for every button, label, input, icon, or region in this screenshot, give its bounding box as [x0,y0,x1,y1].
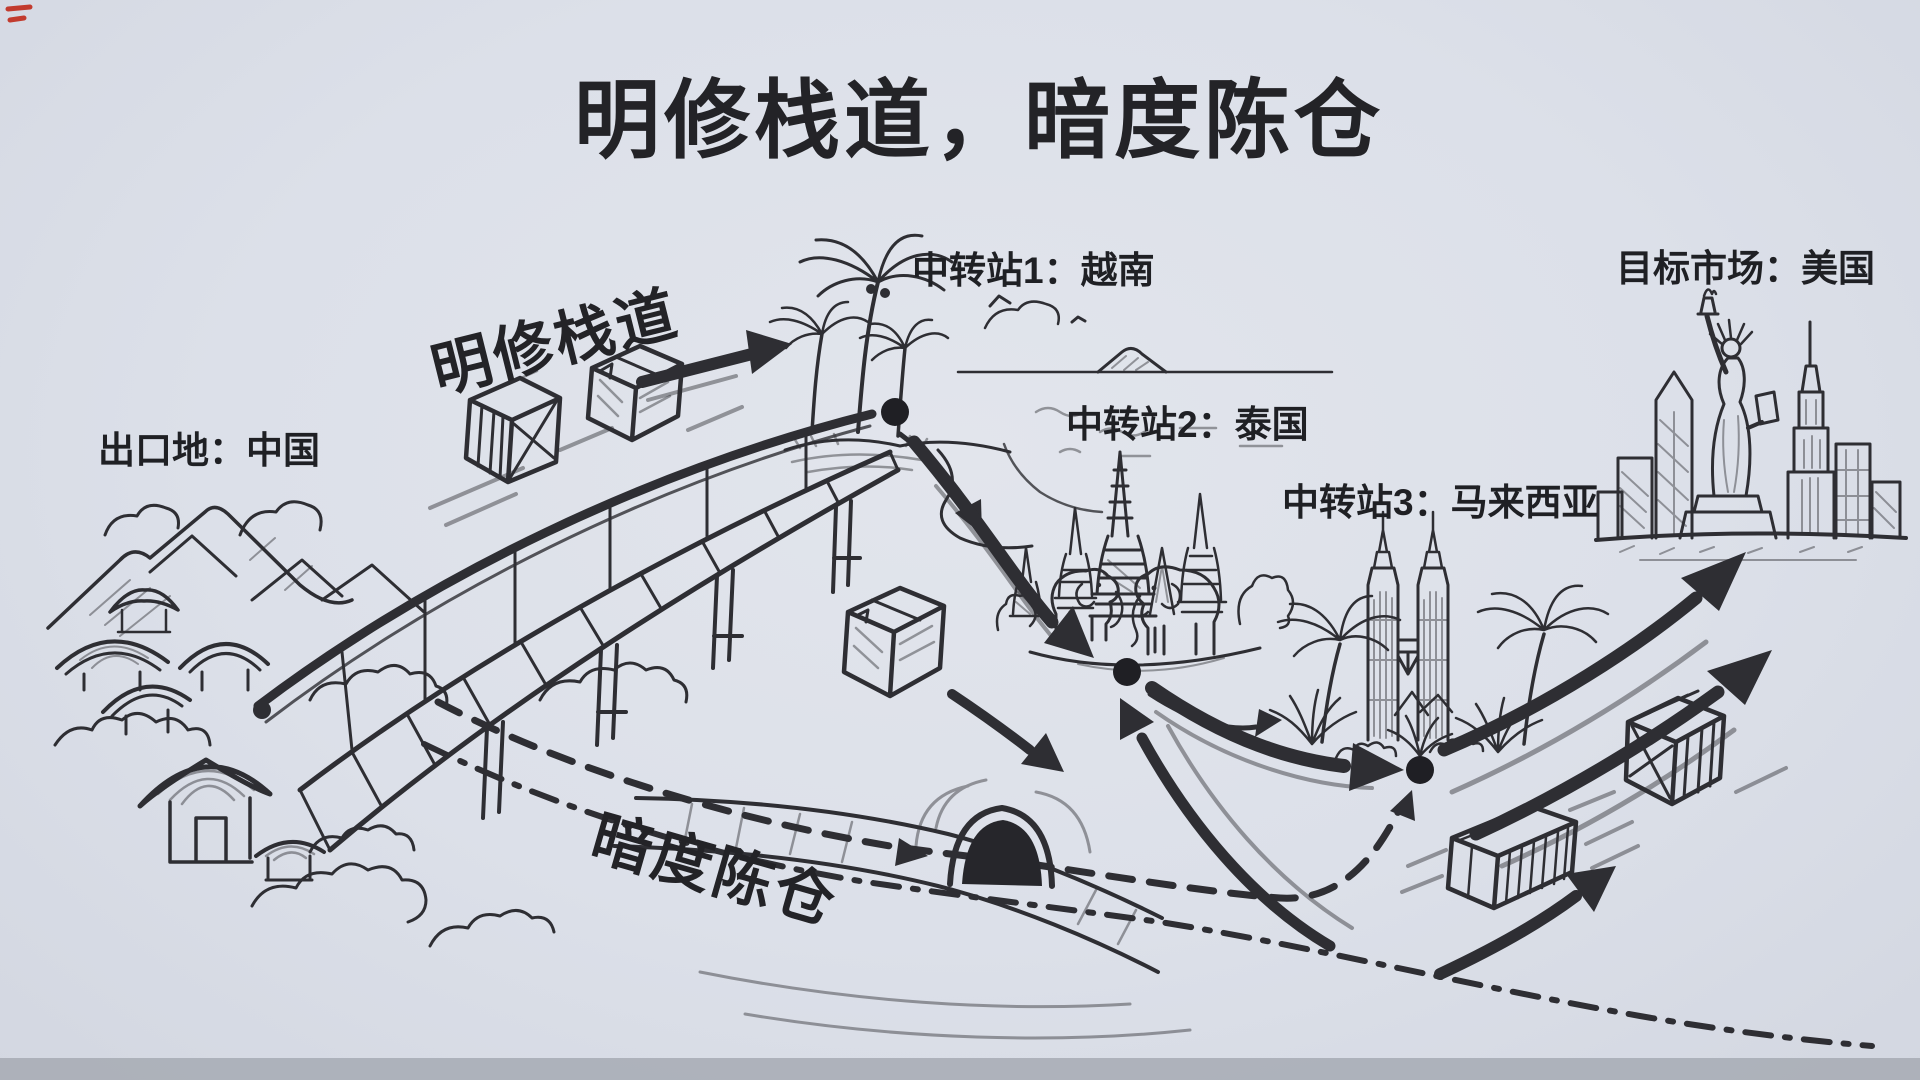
label-transit3-malaysia: 中转站3：马来西亚 [1282,482,1599,523]
thailand-temples-elephants-icon [995,450,1295,672]
malaysia-petronas-towers-icon [1268,510,1610,760]
route-node-dot [1406,756,1434,784]
vietnam-palm-island-icon [768,233,1334,550]
route-node-dots [881,398,1434,784]
bottom-strip [0,1058,1920,1080]
label-transit1-vietnam: 中转站1：越南 [912,250,1155,291]
wooden-crate-icon [463,369,563,485]
overt-route-cargo [428,330,792,527]
shipping-box-icon [841,585,947,699]
route-node-dot [1113,658,1141,686]
solid-route-arrow [636,348,758,388]
usa-statue-skyline-icon [1594,288,1908,561]
solid-route-arrows [897,431,1788,980]
diagram-title: 明修栈道，暗度陈仓 [574,73,1384,169]
corner-marks [5,4,33,23]
china-mountain-village-icon [46,500,689,948]
plank-bridge-icon [253,409,901,853]
tunnel-icon [914,778,1092,889]
label-target-usa: 目标市场：美国 [1616,248,1875,289]
container-box-icon [1445,803,1579,911]
label-transit2-thailand: 中转站2：泰国 [1066,404,1309,445]
label-origin-china: 出口地：中国 [98,430,320,471]
route-node-dot [881,398,909,426]
covert-route-scene [421,431,1875,1049]
dashed-route-arrow [434,698,1402,902]
